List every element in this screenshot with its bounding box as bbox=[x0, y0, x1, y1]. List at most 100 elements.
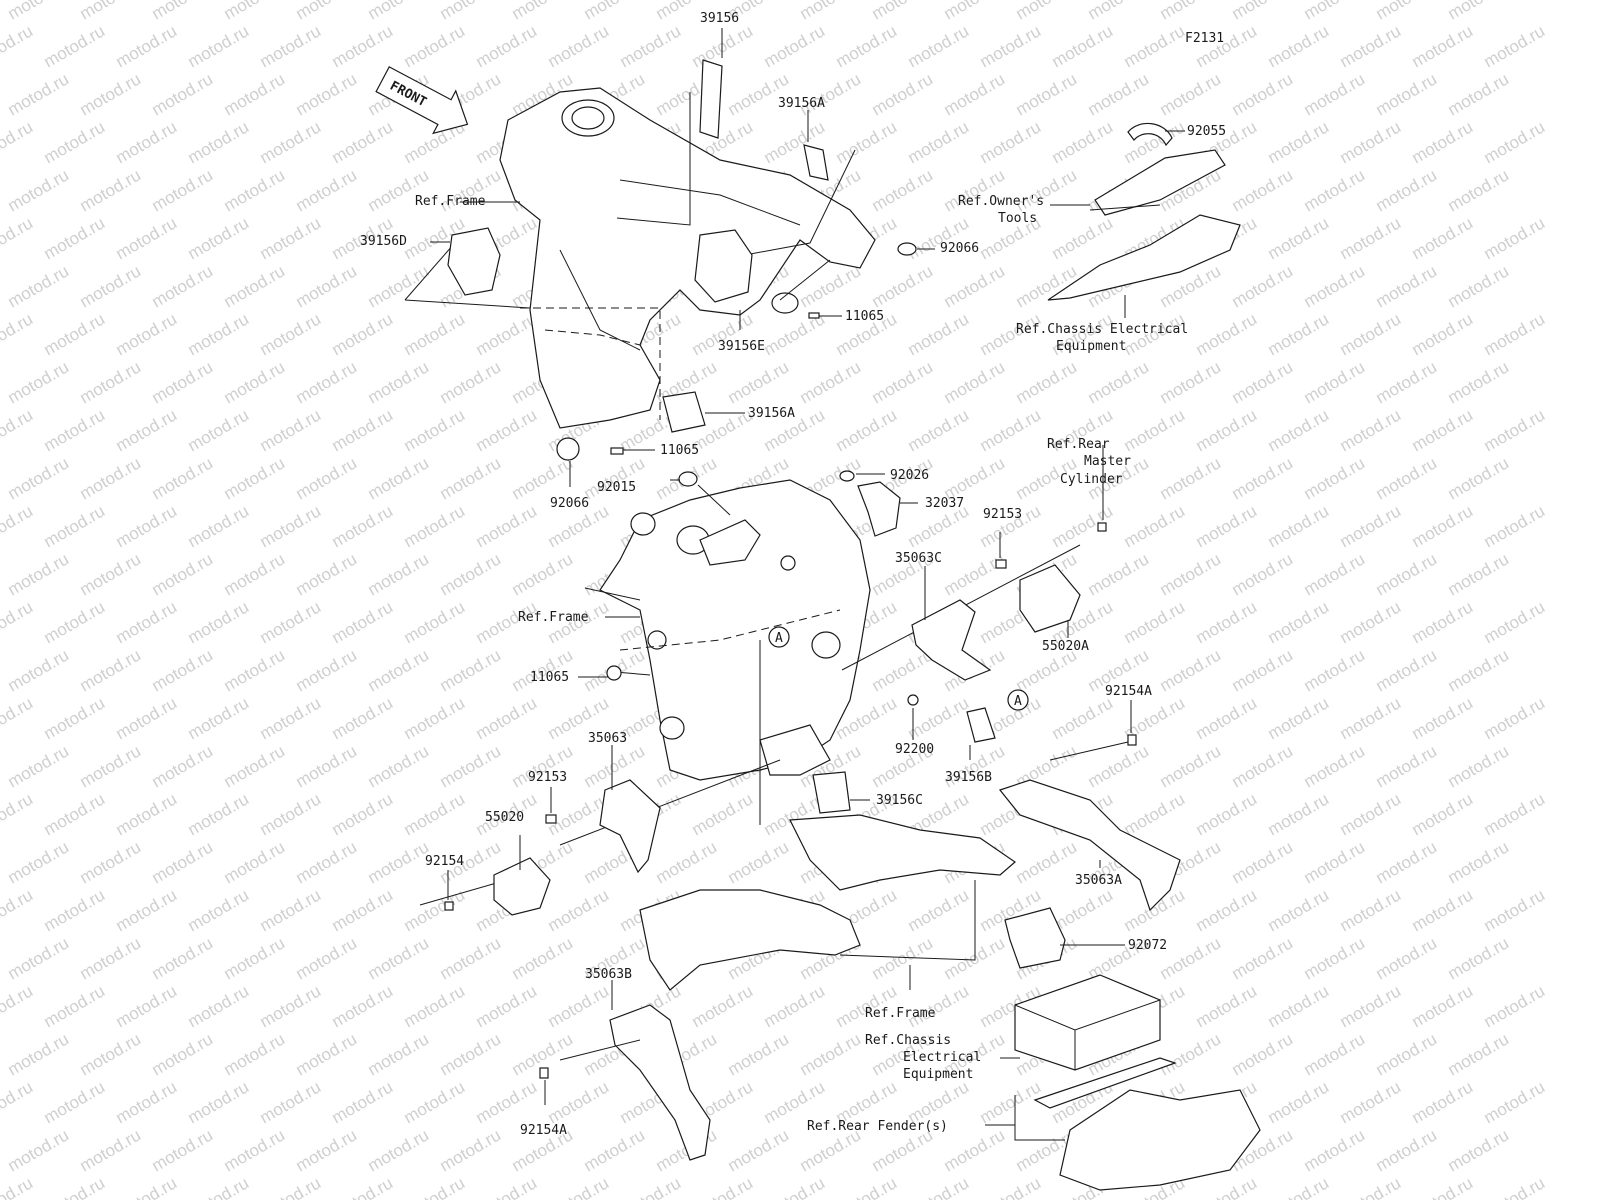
watermark-text: motod.ru bbox=[509, 549, 577, 599]
step-35063c-part bbox=[911, 599, 992, 681]
watermark-text: motod.ru bbox=[5, 645, 73, 695]
watermark-text: motod.ru bbox=[509, 933, 577, 983]
watermark-text: motod.ru bbox=[149, 165, 217, 215]
part-label-35063: 35063 bbox=[588, 731, 627, 746]
watermark-text: motod.ru bbox=[329, 1173, 397, 1200]
watermark-text: motod.ru bbox=[77, 165, 145, 215]
watermark-text: motod.ru bbox=[113, 597, 181, 647]
watermark-text: motod.ru bbox=[257, 693, 325, 743]
watermark-text: motod.ru bbox=[1085, 357, 1153, 407]
watermark-text: motod.ru bbox=[329, 789, 397, 839]
watermark-text: motod.ru bbox=[257, 1077, 325, 1127]
watermark-text: motod.ru bbox=[77, 69, 145, 119]
watermark-text: motod.ru bbox=[1085, 549, 1153, 599]
part-label-11065-top: 11065 bbox=[845, 309, 884, 324]
watermark-text: motod.ru bbox=[77, 837, 145, 887]
part-label-ref-frame-top: Ref.Frame bbox=[415, 194, 486, 209]
watermark-text: motod.ru bbox=[1445, 645, 1513, 695]
watermark-text: motod.ru bbox=[185, 117, 253, 167]
watermark-text: motod.ru bbox=[869, 0, 937, 23]
watermark-text: motod.ru bbox=[1373, 357, 1441, 407]
watermark-text: motod.ru bbox=[509, 0, 577, 23]
part-label-ref-chassis-elec-low-1: Ref.Chassis bbox=[865, 1033, 951, 1048]
part-label-ref-frame-mid: Ref.Frame bbox=[518, 610, 589, 625]
watermark-text: motod.ru bbox=[1301, 741, 1369, 791]
watermark-text: motod.ru bbox=[41, 213, 109, 263]
watermark-text: motod.ru bbox=[1265, 213, 1333, 263]
watermark-text: motod.ru bbox=[293, 261, 361, 311]
watermark-text: motod.ru bbox=[977, 1077, 1045, 1127]
watermark-text: motod.ru bbox=[869, 357, 937, 407]
watermark-text: motod.ru bbox=[617, 21, 685, 71]
watermark-text: motod.ru bbox=[113, 405, 181, 455]
watermark-text: motod.ru bbox=[1445, 453, 1513, 503]
watermark-text: motod.ru bbox=[1301, 69, 1369, 119]
watermark-text: motod.ru bbox=[257, 117, 325, 167]
watermark-text: motod.ru bbox=[113, 309, 181, 359]
watermark-text: motod.ru bbox=[401, 693, 469, 743]
front-arrow-icon: FRONT bbox=[375, 66, 469, 135]
watermark-text: motod.ru bbox=[1193, 309, 1261, 359]
bolt-rear-master-part bbox=[1097, 522, 1107, 532]
watermark-text: motod.ru bbox=[1481, 597, 1549, 647]
watermark-text: motod.ru bbox=[41, 1077, 109, 1127]
watermark-text: motod.ru bbox=[1337, 21, 1405, 71]
watermark-text: motod.ru bbox=[1265, 789, 1333, 839]
watermark-text: motod.ru bbox=[1013, 837, 1081, 887]
watermark-text: motod.ru bbox=[1373, 69, 1441, 119]
watermark-text: motod.ru bbox=[149, 261, 217, 311]
watermark-text: motod.ru bbox=[473, 501, 541, 551]
watermark-text: motod.ru bbox=[221, 645, 289, 695]
watermark-text: motod.ru bbox=[1373, 1125, 1441, 1175]
sticker-39156a-part bbox=[803, 144, 829, 181]
watermark-text: motod.ru bbox=[1301, 0, 1369, 23]
part-label-ref-rear-master-2: Master bbox=[1084, 454, 1131, 469]
watermark-text: motod.ru bbox=[113, 981, 181, 1031]
watermark-text: motod.ru bbox=[905, 1173, 973, 1200]
watermark-text: motod.ru bbox=[761, 1173, 829, 1200]
watermark-text: motod.ru bbox=[77, 645, 145, 695]
watermark-text: motod.ru bbox=[1337, 405, 1405, 455]
watermark-text: motod.ru bbox=[1337, 1077, 1405, 1127]
watermark-text: motod.ru bbox=[1049, 213, 1117, 263]
part-label-ref-chassis-elec-top-1: Ref.Chassis Electrical bbox=[1016, 322, 1188, 337]
watermark-text: motod.ru bbox=[1265, 501, 1333, 551]
part-label-92154: 92154 bbox=[425, 854, 464, 869]
watermark-text: motod.ru bbox=[1481, 117, 1549, 167]
watermark-text: motod.ru bbox=[365, 645, 433, 695]
watermark-text: motod.ru bbox=[221, 1029, 289, 1079]
watermark-text: motod.ru bbox=[0, 213, 36, 263]
part-label-39156b: 39156B bbox=[945, 770, 992, 785]
watermark-text: motod.ru bbox=[1265, 21, 1333, 71]
callout-a-right: A bbox=[1007, 689, 1029, 711]
watermark-text: motod.ru bbox=[437, 549, 505, 599]
watermark-text: motod.ru bbox=[1337, 789, 1405, 839]
watermark-text: motod.ru bbox=[797, 261, 865, 311]
watermark-text: motod.ru bbox=[1301, 549, 1369, 599]
watermark-text: motod.ru bbox=[1265, 885, 1333, 935]
watermark-text: motod.ru bbox=[1409, 1173, 1477, 1200]
watermark-text: motod.ru bbox=[1301, 933, 1369, 983]
watermark-text: motod.ru bbox=[1445, 357, 1513, 407]
watermark-text: motod.ru bbox=[1409, 21, 1477, 71]
part-label-ref-chassis-elec-top-2: Equipment bbox=[1056, 339, 1126, 354]
watermark-text: motod.ru bbox=[1157, 645, 1225, 695]
watermark-text: motod.ru bbox=[0, 21, 36, 71]
watermark-text: motod.ru bbox=[1301, 453, 1369, 503]
watermark-text: motod.ru bbox=[689, 1173, 757, 1200]
watermark-text: motod.ru bbox=[1409, 597, 1477, 647]
sticker-39156-part bbox=[699, 59, 723, 139]
watermark-text: motod.ru bbox=[185, 597, 253, 647]
watermark-text: motod.ru bbox=[401, 1173, 469, 1200]
part-label-ref-rear-master-3: Cylinder bbox=[1060, 472, 1123, 487]
guard-55020-part bbox=[493, 857, 551, 916]
part-label-92055: 92055 bbox=[1187, 124, 1226, 139]
watermark-text: motod.ru bbox=[77, 0, 145, 23]
watermark-text: motod.ru bbox=[1481, 213, 1549, 263]
part-label-11065-low: 11065 bbox=[530, 670, 569, 685]
watermark-text: motod.ru bbox=[257, 885, 325, 935]
watermark-text: motod.ru bbox=[221, 453, 289, 503]
watermark-text: motod.ru bbox=[941, 261, 1009, 311]
watermark-text: motod.ru bbox=[1229, 0, 1297, 23]
